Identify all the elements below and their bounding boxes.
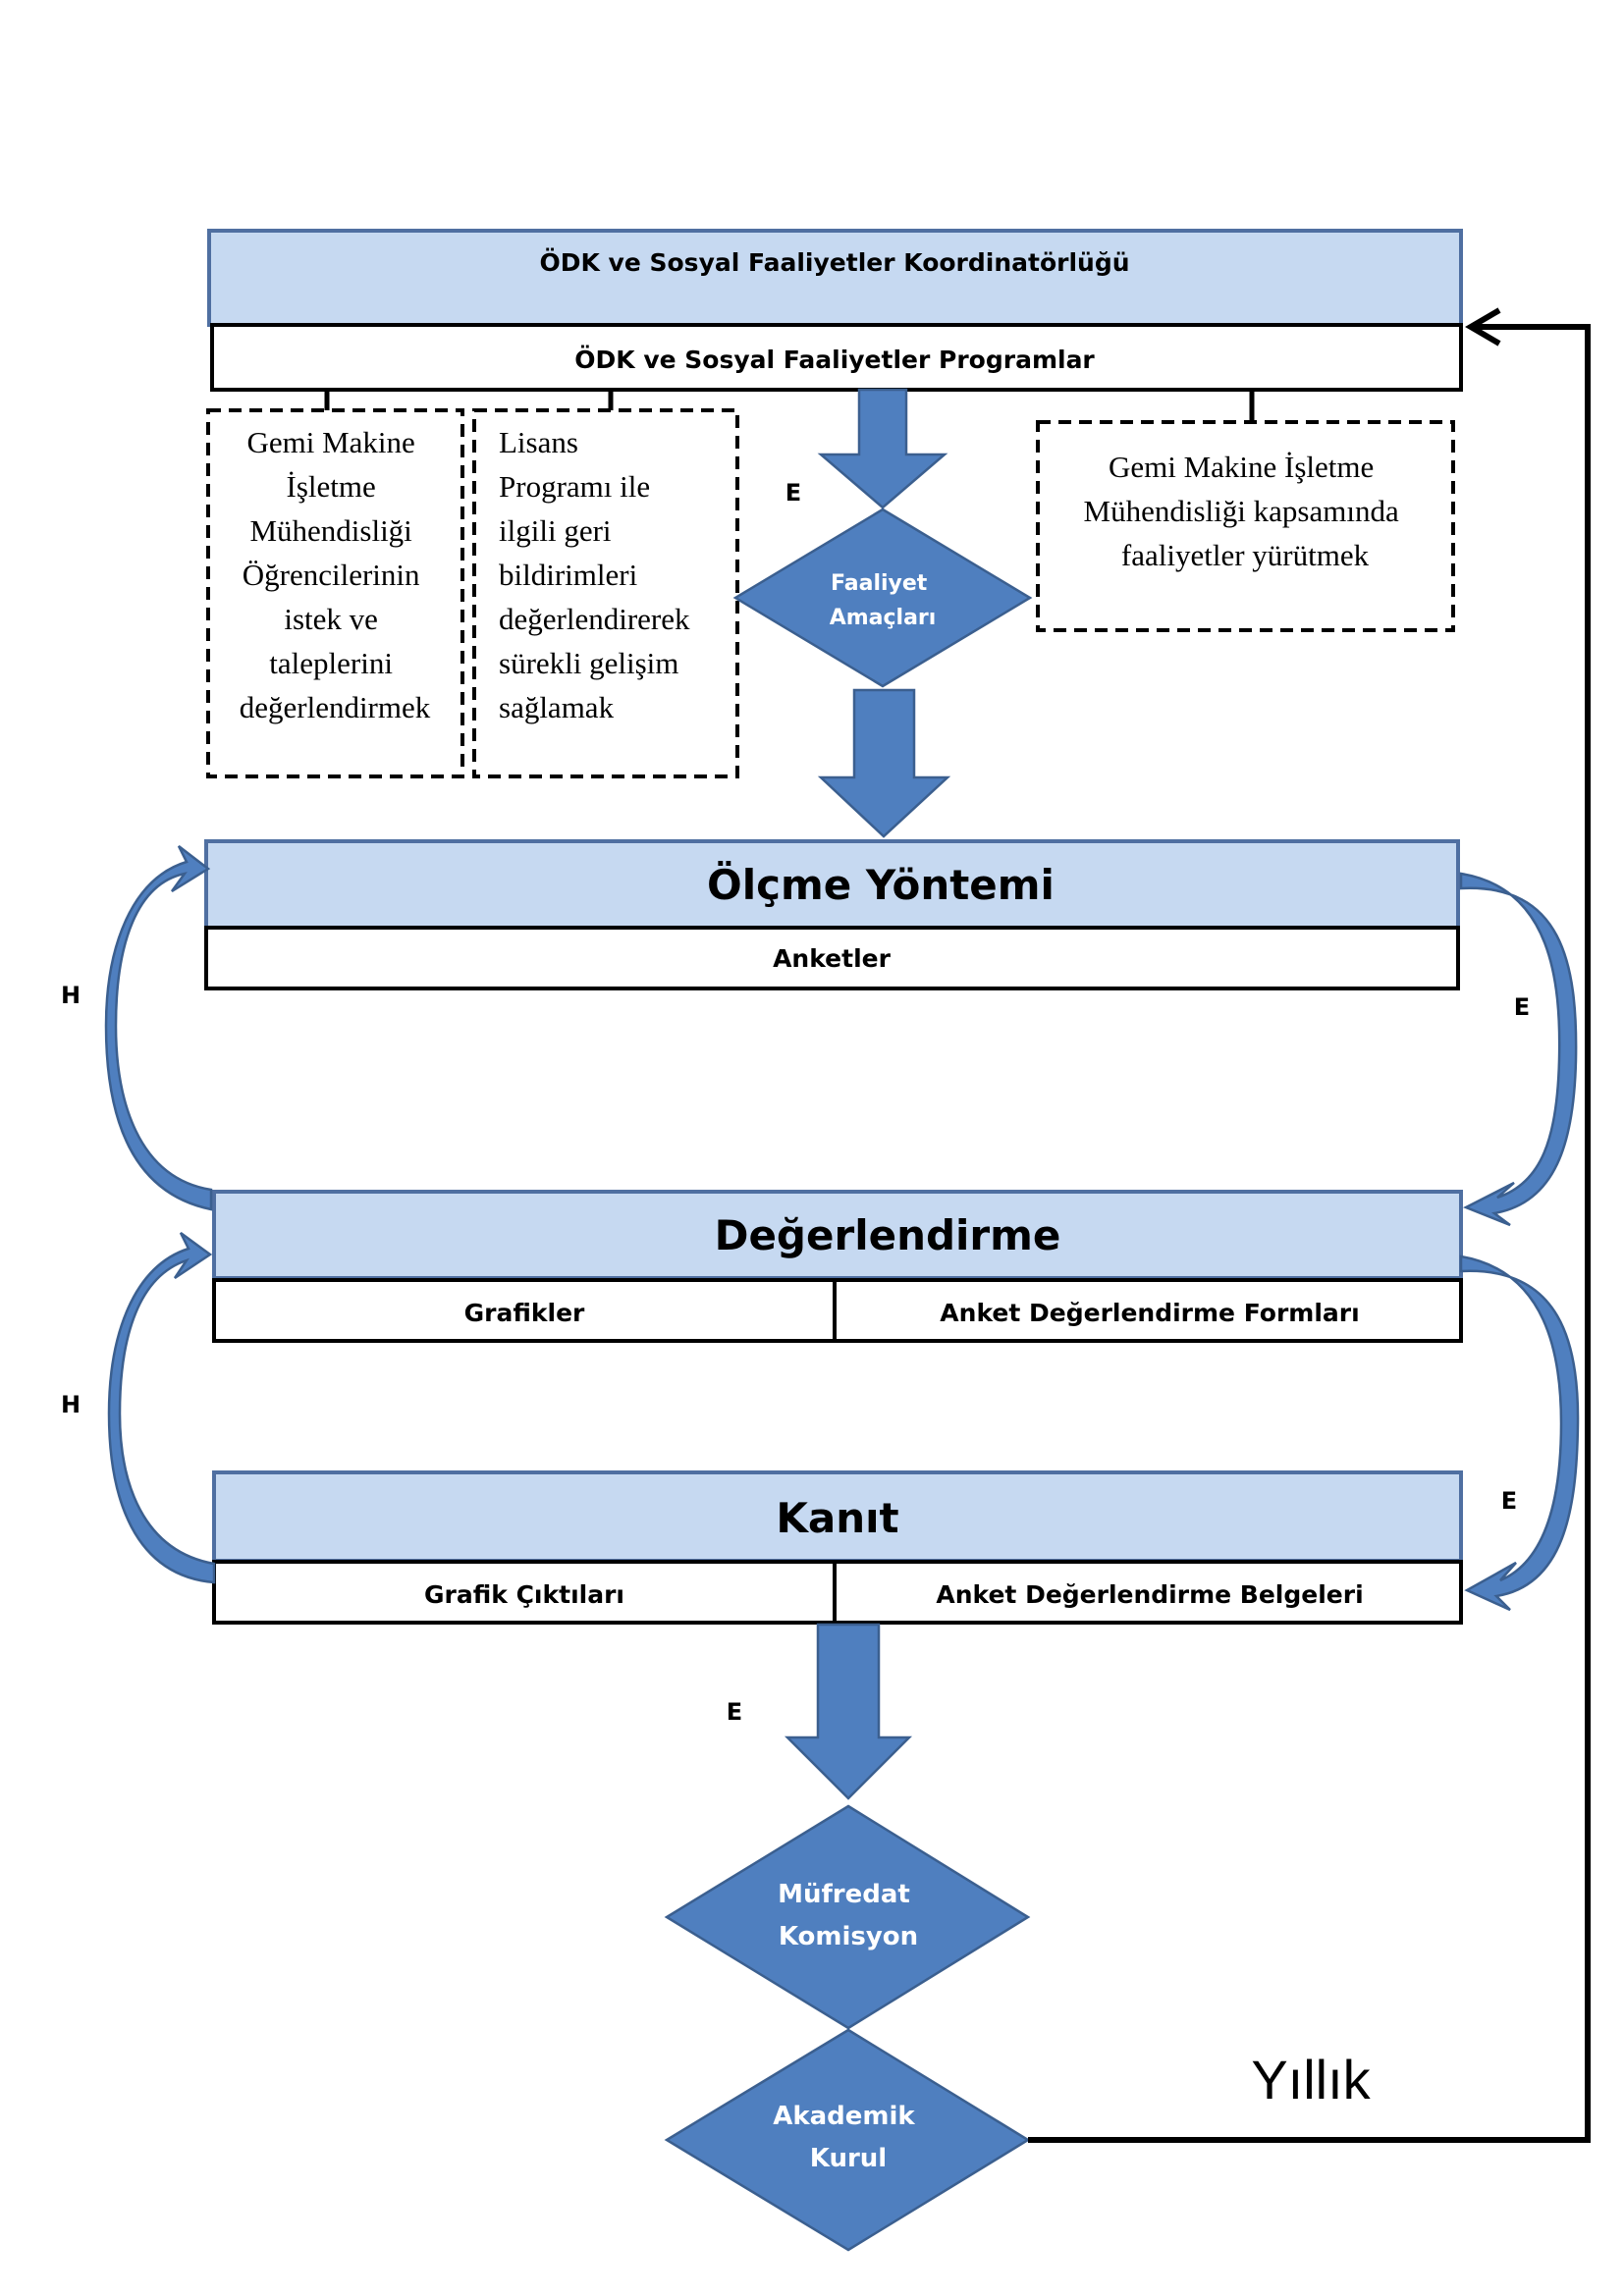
measurement-item: Anketler: [773, 944, 892, 973]
evidence-item-box-2: [833, 1560, 1463, 1625]
decision-activity-goals-label: Faaliyet Amaçları: [830, 571, 937, 630]
evaluation-item-graphs: Grafikler: [464, 1299, 585, 1327]
goal-text-students: Gemi Makine İşletme Mühendisliği Öğrenci…: [240, 425, 431, 724]
curved-arrow-evaluation-to-evidence: [1459, 1255, 1580, 1612]
cycle-label: Yıllık: [1251, 2049, 1371, 2110]
programs-box: [210, 323, 1463, 392]
measurement-title: Ölçme Yöntemi: [707, 860, 1055, 909]
goal-text-activities: Gemi Makine İşletme Mühendisliği kapsamı…: [1084, 450, 1407, 572]
flow-label-yes-4: E: [727, 1698, 742, 1726]
evaluation-item-box-2: [833, 1278, 1463, 1343]
annual-feedback-line: [1028, 324, 1591, 2143]
coordinator-title: ÖDK ve Sosyal Faaliyetler Koordinatörlüğ…: [539, 247, 1129, 277]
evidence-item-box-1: [212, 1560, 837, 1625]
evidence-item-documents: Anket Değerlendirme Belgeleri: [936, 1580, 1363, 1609]
curved-arrow-evidence-to-evaluation: [107, 1231, 216, 1584]
curved-arrow-evaluation-to-measurement: [104, 845, 213, 1211]
evaluation-item-forms: Anket Değerlendirme Formları: [940, 1299, 1359, 1327]
goal-box-activities: [1036, 420, 1455, 632]
annual-feedback-arrowhead: [1465, 307, 1501, 347]
flow-label-no-1: H: [61, 982, 81, 1009]
programs-title: ÖDK ve Sosyal Faaliyetler Programlar: [574, 345, 1095, 374]
decision-curriculum-committee: [664, 1804, 1031, 2030]
flow-label-yes-3: E: [1501, 1487, 1517, 1515]
flow-label-no-2: H: [61, 1391, 81, 1418]
goal-box-feedback: [472, 408, 739, 778]
coordinator-box: [207, 229, 1463, 327]
down-arrow-to-activity-goals: [817, 388, 948, 509]
decision-academic-label: Akademik Kurul: [773, 2102, 924, 2173]
goal-box-students: [206, 408, 464, 778]
evidence-title: Kanıt: [776, 1494, 898, 1542]
curved-arrow-measurement-to-evaluation: [1459, 872, 1578, 1227]
flow-label-yes-1: E: [785, 479, 801, 507]
decision-activity-goals: [732, 507, 1033, 688]
decision-curriculum-label: Müfredat Komisyon: [778, 1880, 919, 1951]
decision-academic-board: [664, 2028, 1031, 2252]
down-arrow-to-measurement: [817, 688, 951, 838]
flow-label-yes-2: E: [1514, 993, 1530, 1021]
evaluation-title: Değerlendirme: [715, 1211, 1061, 1259]
evidence-item-graph-outputs: Grafik Çıktıları: [424, 1580, 624, 1609]
evaluation-box: [212, 1190, 1463, 1280]
goal-text-feedback: Lisans Programı ile ilgili geri bildirim…: [499, 425, 697, 724]
measurement-item-box: [204, 926, 1460, 990]
down-arrow-to-curriculum: [784, 1623, 913, 1800]
measurement-box: [204, 839, 1460, 930]
